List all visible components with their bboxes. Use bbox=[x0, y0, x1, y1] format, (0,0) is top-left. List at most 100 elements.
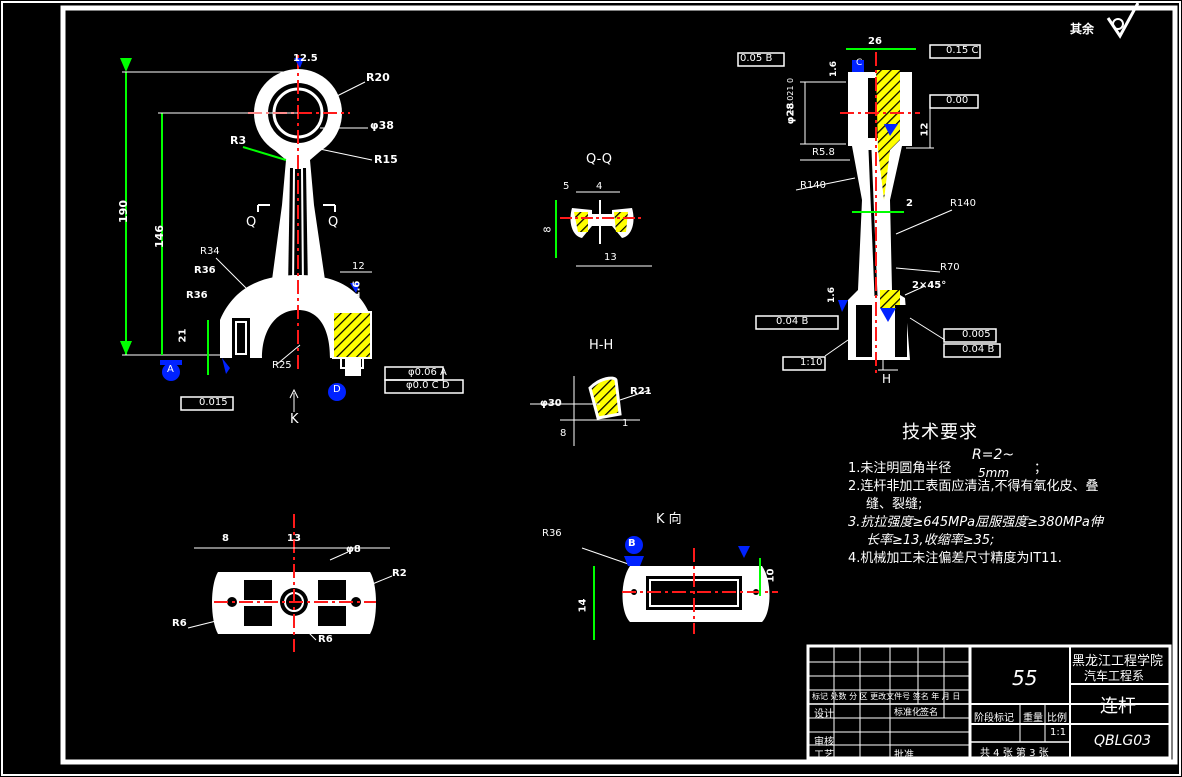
hh-dim-8: 8 bbox=[560, 428, 567, 439]
side-dim-12: 12 bbox=[919, 122, 931, 137]
side-dim-r58: R5.8 bbox=[812, 147, 835, 158]
dim-r15: R15 bbox=[374, 153, 398, 166]
tech-line-3b: 长率≥13,收缩率≥35; bbox=[866, 533, 995, 548]
section-qq-title: Q-Q bbox=[586, 152, 612, 167]
qq-dim-4: 4 bbox=[596, 181, 603, 192]
tb-sheets: 共 4 张 第 3 张 bbox=[980, 748, 1049, 759]
kview-dim-r36: R36 bbox=[542, 528, 562, 539]
side-ra-1: 1.6 bbox=[828, 61, 839, 77]
bottom-dim-8: 8 bbox=[222, 533, 229, 544]
dim-21: 21 bbox=[177, 328, 189, 343]
tol-slope: 1:10 bbox=[800, 357, 823, 368]
tol-cyl2: 0.005 bbox=[962, 329, 991, 340]
tech-line-4: 4.机械加工未注偏差尺寸精度为IT11. bbox=[848, 551, 1062, 566]
tol-par-low: 0.04 B bbox=[776, 316, 809, 327]
dim-12: 12 bbox=[352, 261, 365, 272]
dim-phi38: φ38 bbox=[370, 119, 394, 132]
tb-code: QBLG03 bbox=[1094, 733, 1152, 749]
k-view bbox=[622, 566, 770, 622]
section-hh-title: H-H bbox=[589, 338, 614, 353]
tb-design: 设计 bbox=[814, 709, 834, 720]
side-dim-chamfer: 2×45° bbox=[912, 280, 947, 291]
tech-line-3: 3.抗拉强度≥645MPa屈服强度≥380MPa伸 bbox=[848, 515, 1103, 530]
tech-r-top: R=2~ bbox=[972, 447, 1015, 463]
dim-r20: R20 bbox=[366, 71, 390, 84]
side-dim-tol: +0.021 0 bbox=[786, 77, 796, 116]
tech-l1-end: ； bbox=[1034, 461, 1048, 476]
tb-scale: 1:1 bbox=[1050, 727, 1067, 738]
view-mark-h-bottom: H bbox=[882, 372, 892, 386]
side-dim-r140b: R140 bbox=[950, 198, 977, 209]
side-dim-r140a: R140 bbox=[800, 180, 827, 191]
tb-sign: 签名 bbox=[920, 708, 939, 718]
hh-dim-phi30: φ30 bbox=[540, 398, 562, 409]
dim-r25: R25 bbox=[272, 360, 292, 371]
tb-header-mark: 标记 处数 分 区 更改文件号 签名 年 月 日 bbox=[812, 692, 961, 701]
qq-dim-8: 8 bbox=[542, 226, 554, 233]
qq-dim-5: 5 bbox=[563, 181, 570, 192]
tol-flat-top: 0.15 C bbox=[946, 45, 979, 56]
tol-pos2: φ0.0 C D bbox=[406, 380, 450, 391]
tb-material: 55 bbox=[1012, 666, 1038, 690]
roughness-note: 其余 bbox=[1070, 21, 1095, 36]
bottom-dim-r6a: R6 bbox=[172, 618, 187, 629]
section-qq bbox=[555, 191, 652, 267]
qq-dim-13: 13 bbox=[604, 252, 617, 263]
roughness-symbol bbox=[1106, 2, 1140, 39]
view-mark-q-left: Q bbox=[246, 215, 257, 230]
side-dim-26: 26 bbox=[868, 36, 882, 47]
tol-flatness: 0.015 bbox=[199, 397, 228, 408]
tb-process: 工艺 bbox=[814, 750, 834, 761]
tech-line-1-text: 1.未注明圆角半径 bbox=[848, 461, 952, 476]
dim-r34: R34 bbox=[200, 246, 220, 257]
tol-par-top: 0.05 B bbox=[740, 53, 773, 64]
datum-a: A bbox=[167, 364, 174, 375]
tb-std: 标准化 bbox=[894, 708, 922, 718]
tb-weight: 重量 bbox=[1023, 713, 1043, 724]
datum-c: C bbox=[856, 58, 863, 68]
hh-dim-r21: R21 bbox=[630, 386, 652, 397]
view-mark-h-side: H bbox=[882, 329, 892, 343]
tol-pos1: φ0.06 A bbox=[408, 367, 447, 378]
datum-b: B bbox=[628, 538, 636, 549]
side-dim-r70: R70 bbox=[940, 262, 960, 273]
tol-perp: 0.04 B bbox=[962, 344, 995, 355]
side-dim-2: 2 bbox=[906, 198, 913, 209]
front-view bbox=[220, 69, 372, 376]
view-mark-q-right: Q bbox=[328, 215, 339, 230]
tb-stage: 阶段标记 bbox=[974, 713, 1014, 724]
roughness-1-6-front: 1.6 bbox=[351, 280, 363, 299]
dim-146: 146 bbox=[152, 225, 166, 248]
dim-r3: R3 bbox=[230, 134, 247, 147]
dim-r36a: R36 bbox=[194, 265, 216, 276]
tb-approve: 批准 bbox=[894, 750, 914, 761]
tb-school: 黑龙江工程学院 bbox=[1072, 654, 1164, 669]
tb-ratio: 比例 bbox=[1047, 713, 1067, 724]
roughness-12-5: 12.5 bbox=[293, 53, 318, 64]
tol-cyl: 0.00 bbox=[946, 95, 969, 106]
datum-d: D bbox=[333, 384, 341, 395]
title-block bbox=[806, 644, 1172, 760]
tech-title: 技术要求 bbox=[902, 422, 978, 443]
tech-line-2b: 缝、裂缝; bbox=[866, 497, 923, 512]
dim-r36b: R36 bbox=[186, 290, 208, 301]
side-ra-2: 1.6 bbox=[826, 287, 837, 303]
k-view-title: K 向 bbox=[656, 512, 682, 527]
side-view bbox=[848, 70, 912, 360]
tb-dept: 汽车工程系 bbox=[1084, 669, 1145, 683]
bottom-dim-r6b: R6 bbox=[318, 634, 333, 645]
bottom-dim-phi8: φ8 bbox=[346, 544, 361, 555]
kview-dim-14: 14 bbox=[577, 598, 589, 613]
bottom-dim-r2: R2 bbox=[392, 568, 407, 579]
tb-part-name: 连杆 bbox=[1100, 696, 1136, 717]
technical-requirements: 技术要求 1.未注明圆角半径 R=2~ 5mm ； 2.连杆非加工表面应清洁,不… bbox=[848, 418, 1148, 568]
tech-r-bot: 5mm bbox=[978, 466, 1010, 480]
tech-line-2: 2.连杆非加工表面应清洁,不得有氧化皮、叠 bbox=[848, 479, 1099, 494]
bottom-dim-13: 13 bbox=[287, 533, 301, 544]
dim-190: 190 bbox=[116, 200, 130, 223]
hh-dim-1: 1 bbox=[622, 418, 629, 429]
section-hh bbox=[530, 376, 651, 446]
view-mark-k: K bbox=[290, 412, 299, 427]
